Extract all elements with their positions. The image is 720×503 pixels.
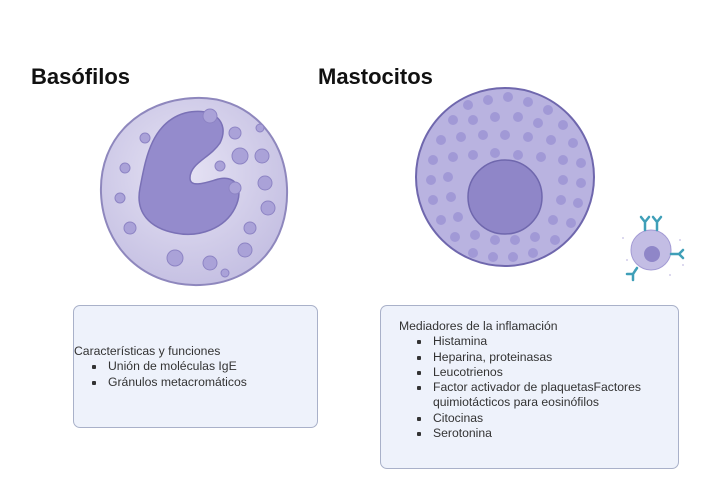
list-item: Factor activador de plaquetasFactores qu… — [417, 380, 663, 411]
mastocitos-box-heading: Mediadores de la inflamación — [399, 319, 558, 333]
basofilos-list: Unión de moléculas IgE Gránulos metacrom… — [74, 359, 317, 390]
mastocitos-info-box: Mediadores de la inflamación Histamina H… — [380, 305, 679, 469]
list-item: Citocinas — [417, 411, 663, 426]
list-item: Histamina — [417, 334, 663, 349]
activated-mast-cell-icon — [622, 215, 685, 282]
list-item: Unión de moléculas IgE — [92, 359, 317, 374]
mastocitos-title: Mastocitos — [318, 64, 433, 89]
list-item: Leucotrienos — [417, 365, 663, 380]
list-item: Heparina, proteinasas — [417, 350, 663, 365]
basofilos-title: Basófilos — [31, 64, 131, 89]
list-item: Gránulos metacromáticos — [92, 375, 317, 390]
basophil-cell-illustration — [99, 96, 289, 287]
mast-cell-illustration — [415, 87, 595, 267]
mastocitos-list: Histamina Heparina, proteinasas Leucotri… — [399, 334, 663, 441]
basofilos-info-box: Características y funciones Unión de mol… — [73, 305, 318, 428]
list-item: Serotonina — [417, 426, 663, 441]
basofilos-box-heading: Características y funciones — [74, 344, 221, 358]
